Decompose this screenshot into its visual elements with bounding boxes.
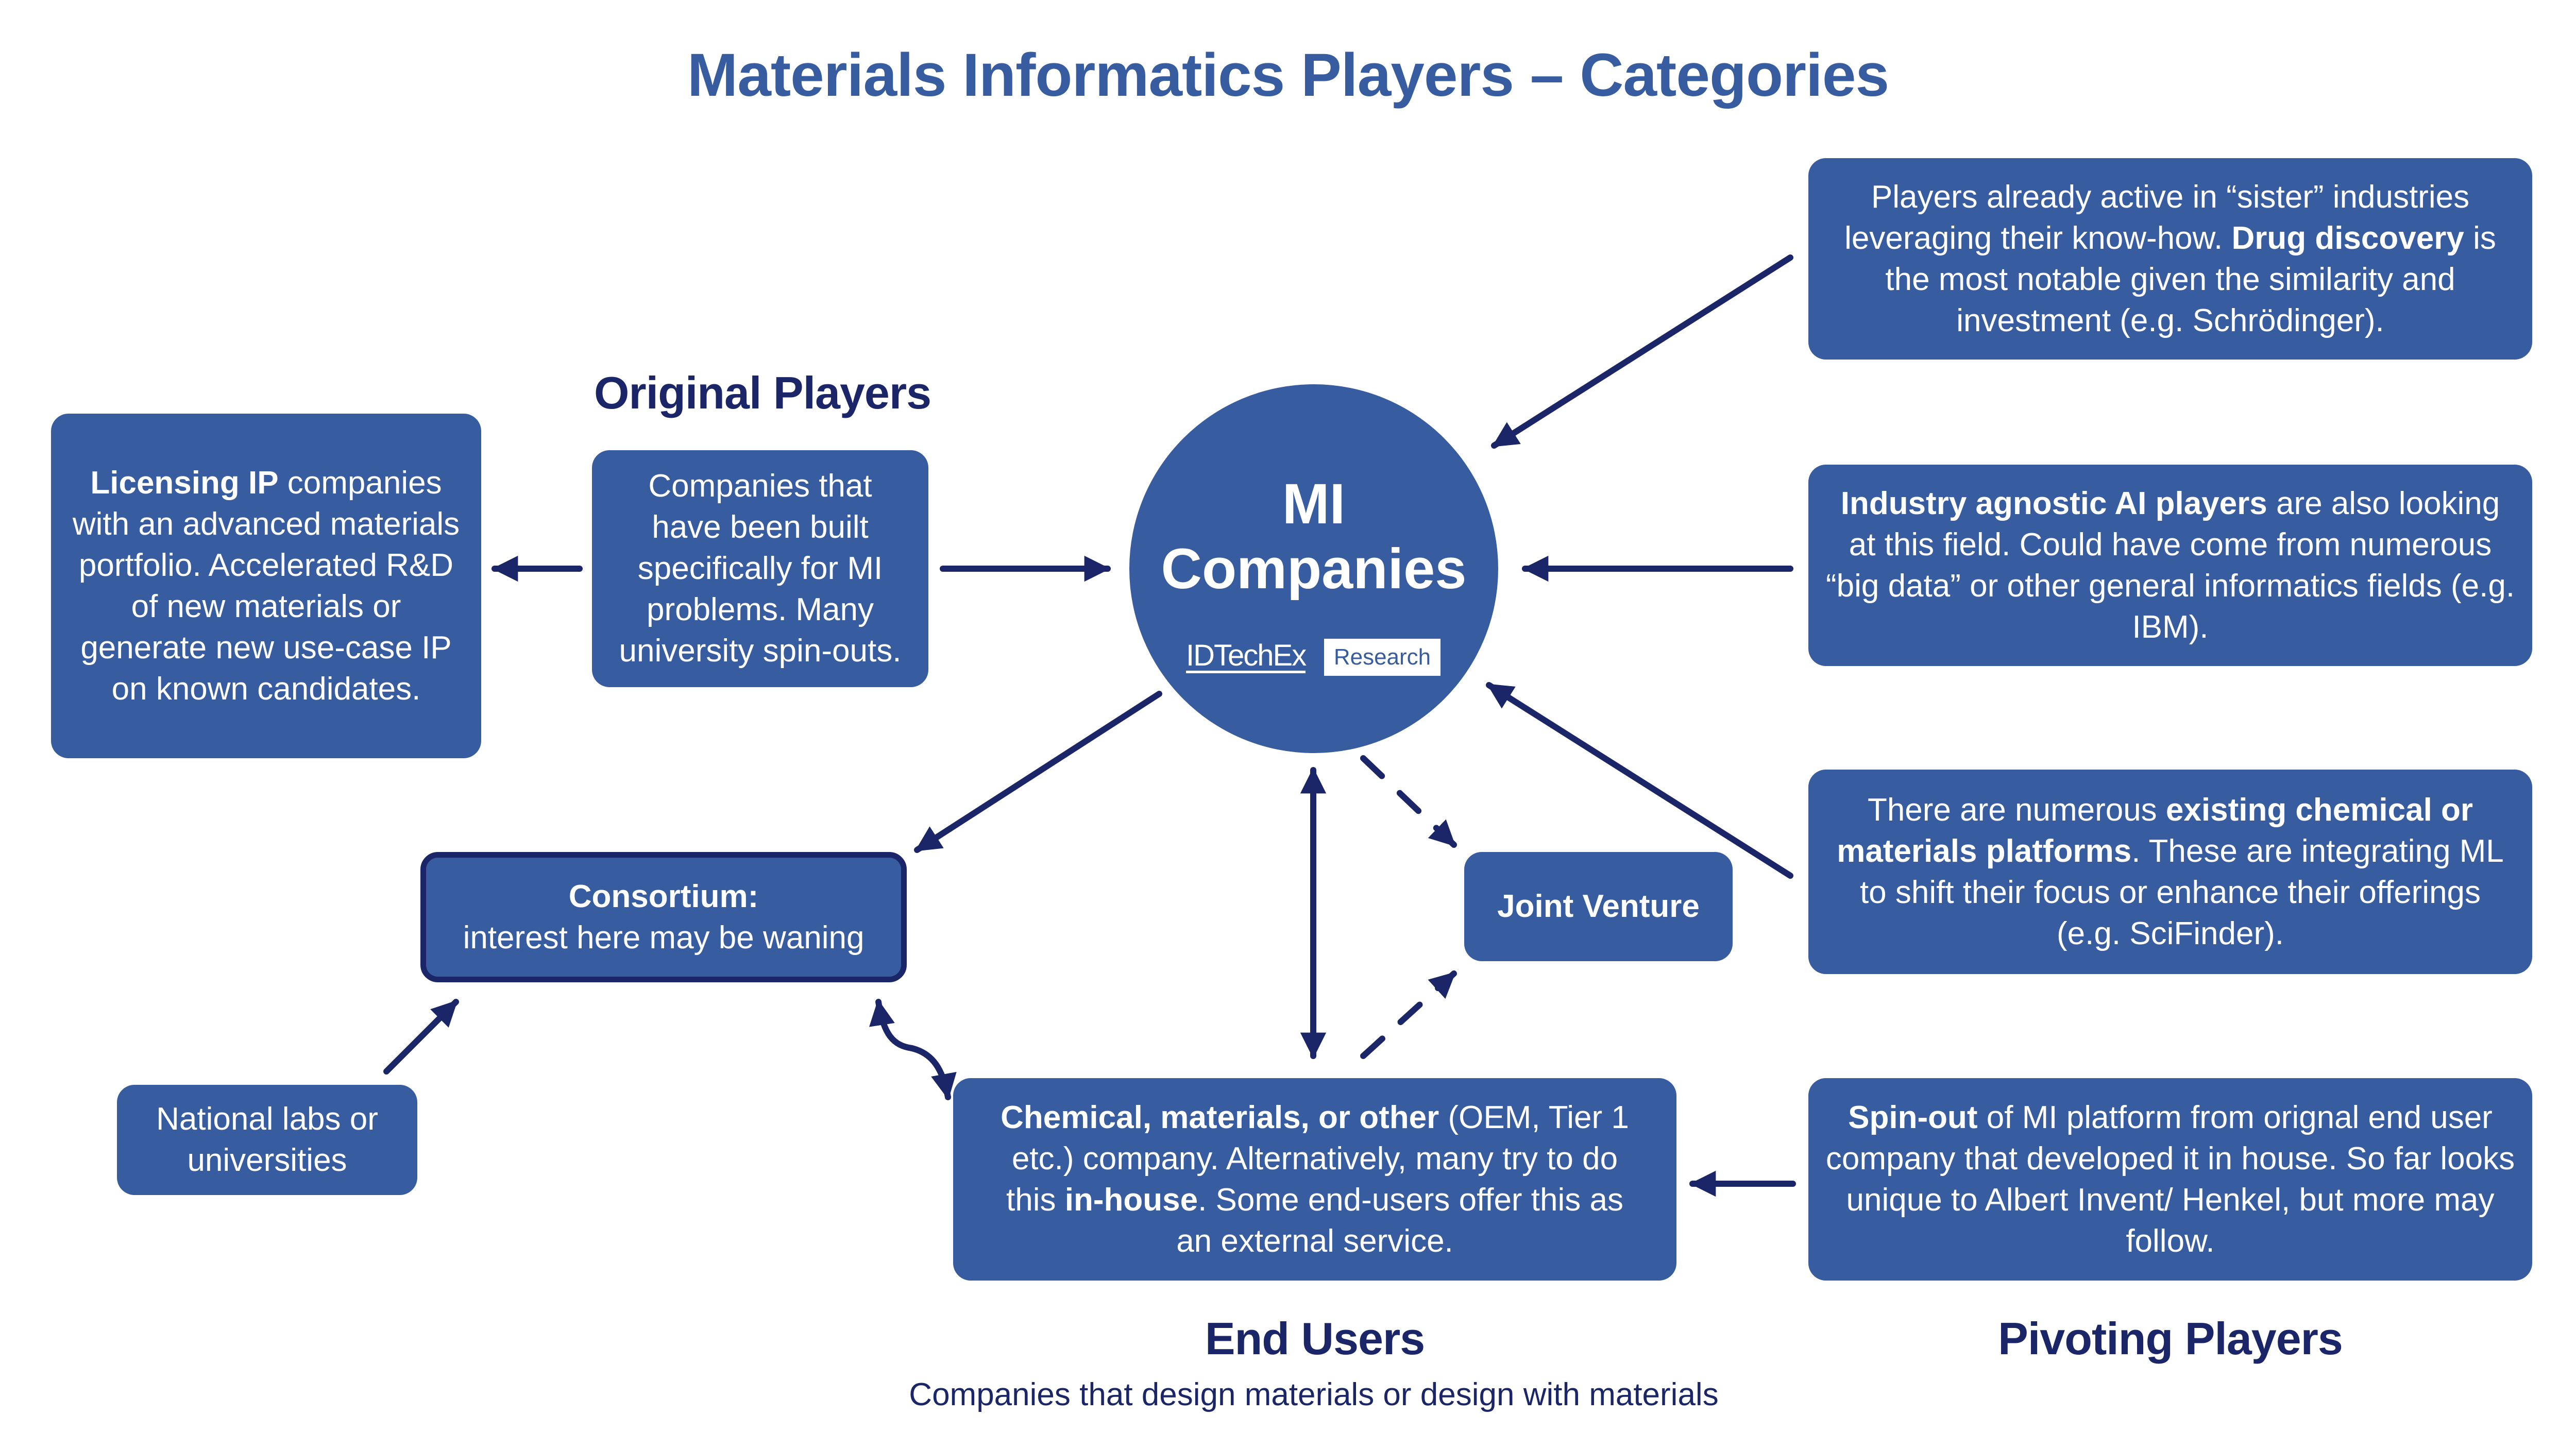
- logo-brand: IDTechEx: [1186, 639, 1307, 673]
- companies-label: Companies: [1161, 537, 1467, 601]
- licensing-ip-box: Licensing IP companies with an advanced …: [51, 414, 481, 758]
- joint-venture-box: Joint Venture: [1464, 852, 1733, 961]
- arrow-consortium-end-users-wavy: [869, 999, 957, 1100]
- sister-text-post: is the most notable given the similarity…: [1885, 220, 2496, 338]
- arrow-end-users-to-jv-dashed: [1360, 970, 1457, 1059]
- sister-text-bold: Drug discovery: [2231, 220, 2464, 256]
- platforms-text-bold: existing chemical or materials platforms: [1837, 792, 2473, 869]
- joint-venture-text: Joint Venture: [1497, 889, 1700, 924]
- original-players-text: Companies that have been built specifica…: [619, 468, 902, 669]
- end-users-caption: Companies that design materials or desig…: [909, 1377, 1719, 1412]
- arrow-mi-to-consortium: [914, 691, 1162, 853]
- consortium-box: Consortium: interest here may be waning: [420, 852, 907, 982]
- national-labs-box: National labs or universities: [117, 1085, 417, 1195]
- arrow-platforms-to-mi: [1486, 682, 1793, 879]
- national-labs-text: National labs or universities: [156, 1101, 378, 1178]
- arrow-sister-to-mi: [1491, 254, 1793, 449]
- licensing-ip-bold: Licensing IP: [90, 465, 279, 501]
- sister-text-pre: Players already active in “sister” indus…: [1844, 179, 2470, 256]
- mi-label: MI: [1282, 472, 1346, 536]
- arrow-mi-to-jv-dashed: [1360, 755, 1457, 848]
- existing-platforms-box: There are numerous existing chemical or …: [1808, 770, 2532, 974]
- mi-companies-circle: MI Companies IDTechEx Research: [1129, 384, 1498, 753]
- sister-industries-box: Players already active in “sister” indus…: [1808, 158, 2532, 360]
- end-users-text2: . Some end-users offer this as an extern…: [1176, 1182, 1623, 1259]
- platforms-text-post: . These are integrating ML to shift thei…: [1859, 833, 2504, 951]
- diagram-title: Materials Informatics Players – Categori…: [687, 41, 1889, 109]
- spinout-text-bold: Spin-out: [1848, 1099, 1978, 1135]
- spin-out-box: Spin-out of MI platform from orignal end…: [1808, 1078, 2532, 1281]
- original-players-box: Companies that have been built specifica…: [592, 450, 928, 687]
- heading-pivoting-players: Pivoting Players: [1998, 1313, 2343, 1364]
- agnostic-text-bold: Industry agnostic AI players: [1840, 485, 2267, 521]
- heading-end-users: End Users: [1205, 1313, 1425, 1364]
- agnostic-text-post: are also looking at this field. Could ha…: [1825, 485, 2515, 645]
- end-users-box: Chemical, materials, or other (OEM, Tier…: [953, 1078, 1676, 1281]
- end-users-bold2: in-house: [1064, 1182, 1198, 1218]
- spinout-text-post: of MI platform from orignal end user com…: [1825, 1099, 2515, 1259]
- logo-tag: Research: [1324, 639, 1440, 676]
- idtechex-logo: IDTechEx Research: [1186, 639, 1444, 677]
- heading-original-players: Original Players: [594, 367, 931, 418]
- licensing-ip-text: companies with an advanced materials por…: [72, 465, 460, 707]
- consortium-text: interest here may be waning: [463, 919, 865, 956]
- end-users-text1: (OEM, Tier 1 etc.) company. Alternativel…: [1006, 1099, 1629, 1218]
- arrow-labs-to-consortium: [383, 999, 459, 1075]
- platforms-text-pre: There are numerous: [1867, 792, 2166, 828]
- consortium-bold: Consortium:: [568, 878, 759, 914]
- end-users-bold1: Chemical, materials, or other: [1001, 1099, 1439, 1135]
- agnostic-ai-box: Industry agnostic AI players are also lo…: [1808, 465, 2532, 666]
